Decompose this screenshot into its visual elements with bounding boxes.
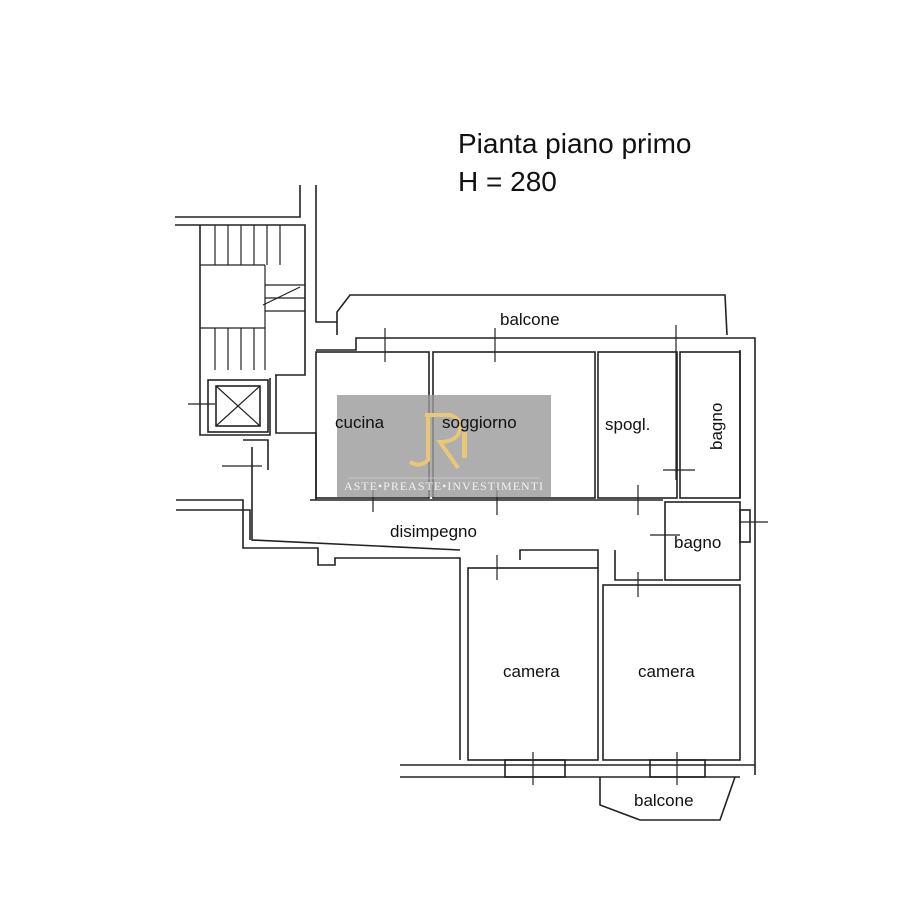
watermark-tagline: ASTE•PREASTE•INVESTIMENTI bbox=[344, 479, 544, 493]
logo-monogram-icon bbox=[408, 413, 463, 470]
room-label-spogliatoio: spogl. bbox=[605, 415, 650, 434]
room-label-cucina: cucina bbox=[335, 413, 385, 432]
door-marks bbox=[188, 325, 768, 785]
room-label-bagno-2: bagno bbox=[674, 533, 721, 552]
room-label-camera-2: camera bbox=[638, 662, 695, 681]
room-label-disimpegno: disimpegno bbox=[390, 522, 477, 541]
walls bbox=[175, 185, 768, 821]
room-label-bagno-1: bagno bbox=[707, 403, 726, 450]
plan-height: H = 280 bbox=[458, 166, 557, 197]
room-label-balcone-top: balcone bbox=[500, 310, 560, 329]
stairs bbox=[200, 225, 305, 370]
room-label-balcone-bottom: balcone bbox=[634, 791, 694, 810]
room-label-soggiorno: soggiorno bbox=[442, 413, 517, 432]
plan-title: Pianta piano primo bbox=[458, 128, 691, 159]
room-label-camera-1: camera bbox=[503, 662, 560, 681]
watermark: ASTE•PREASTE•INVESTIMENTI bbox=[337, 395, 551, 497]
